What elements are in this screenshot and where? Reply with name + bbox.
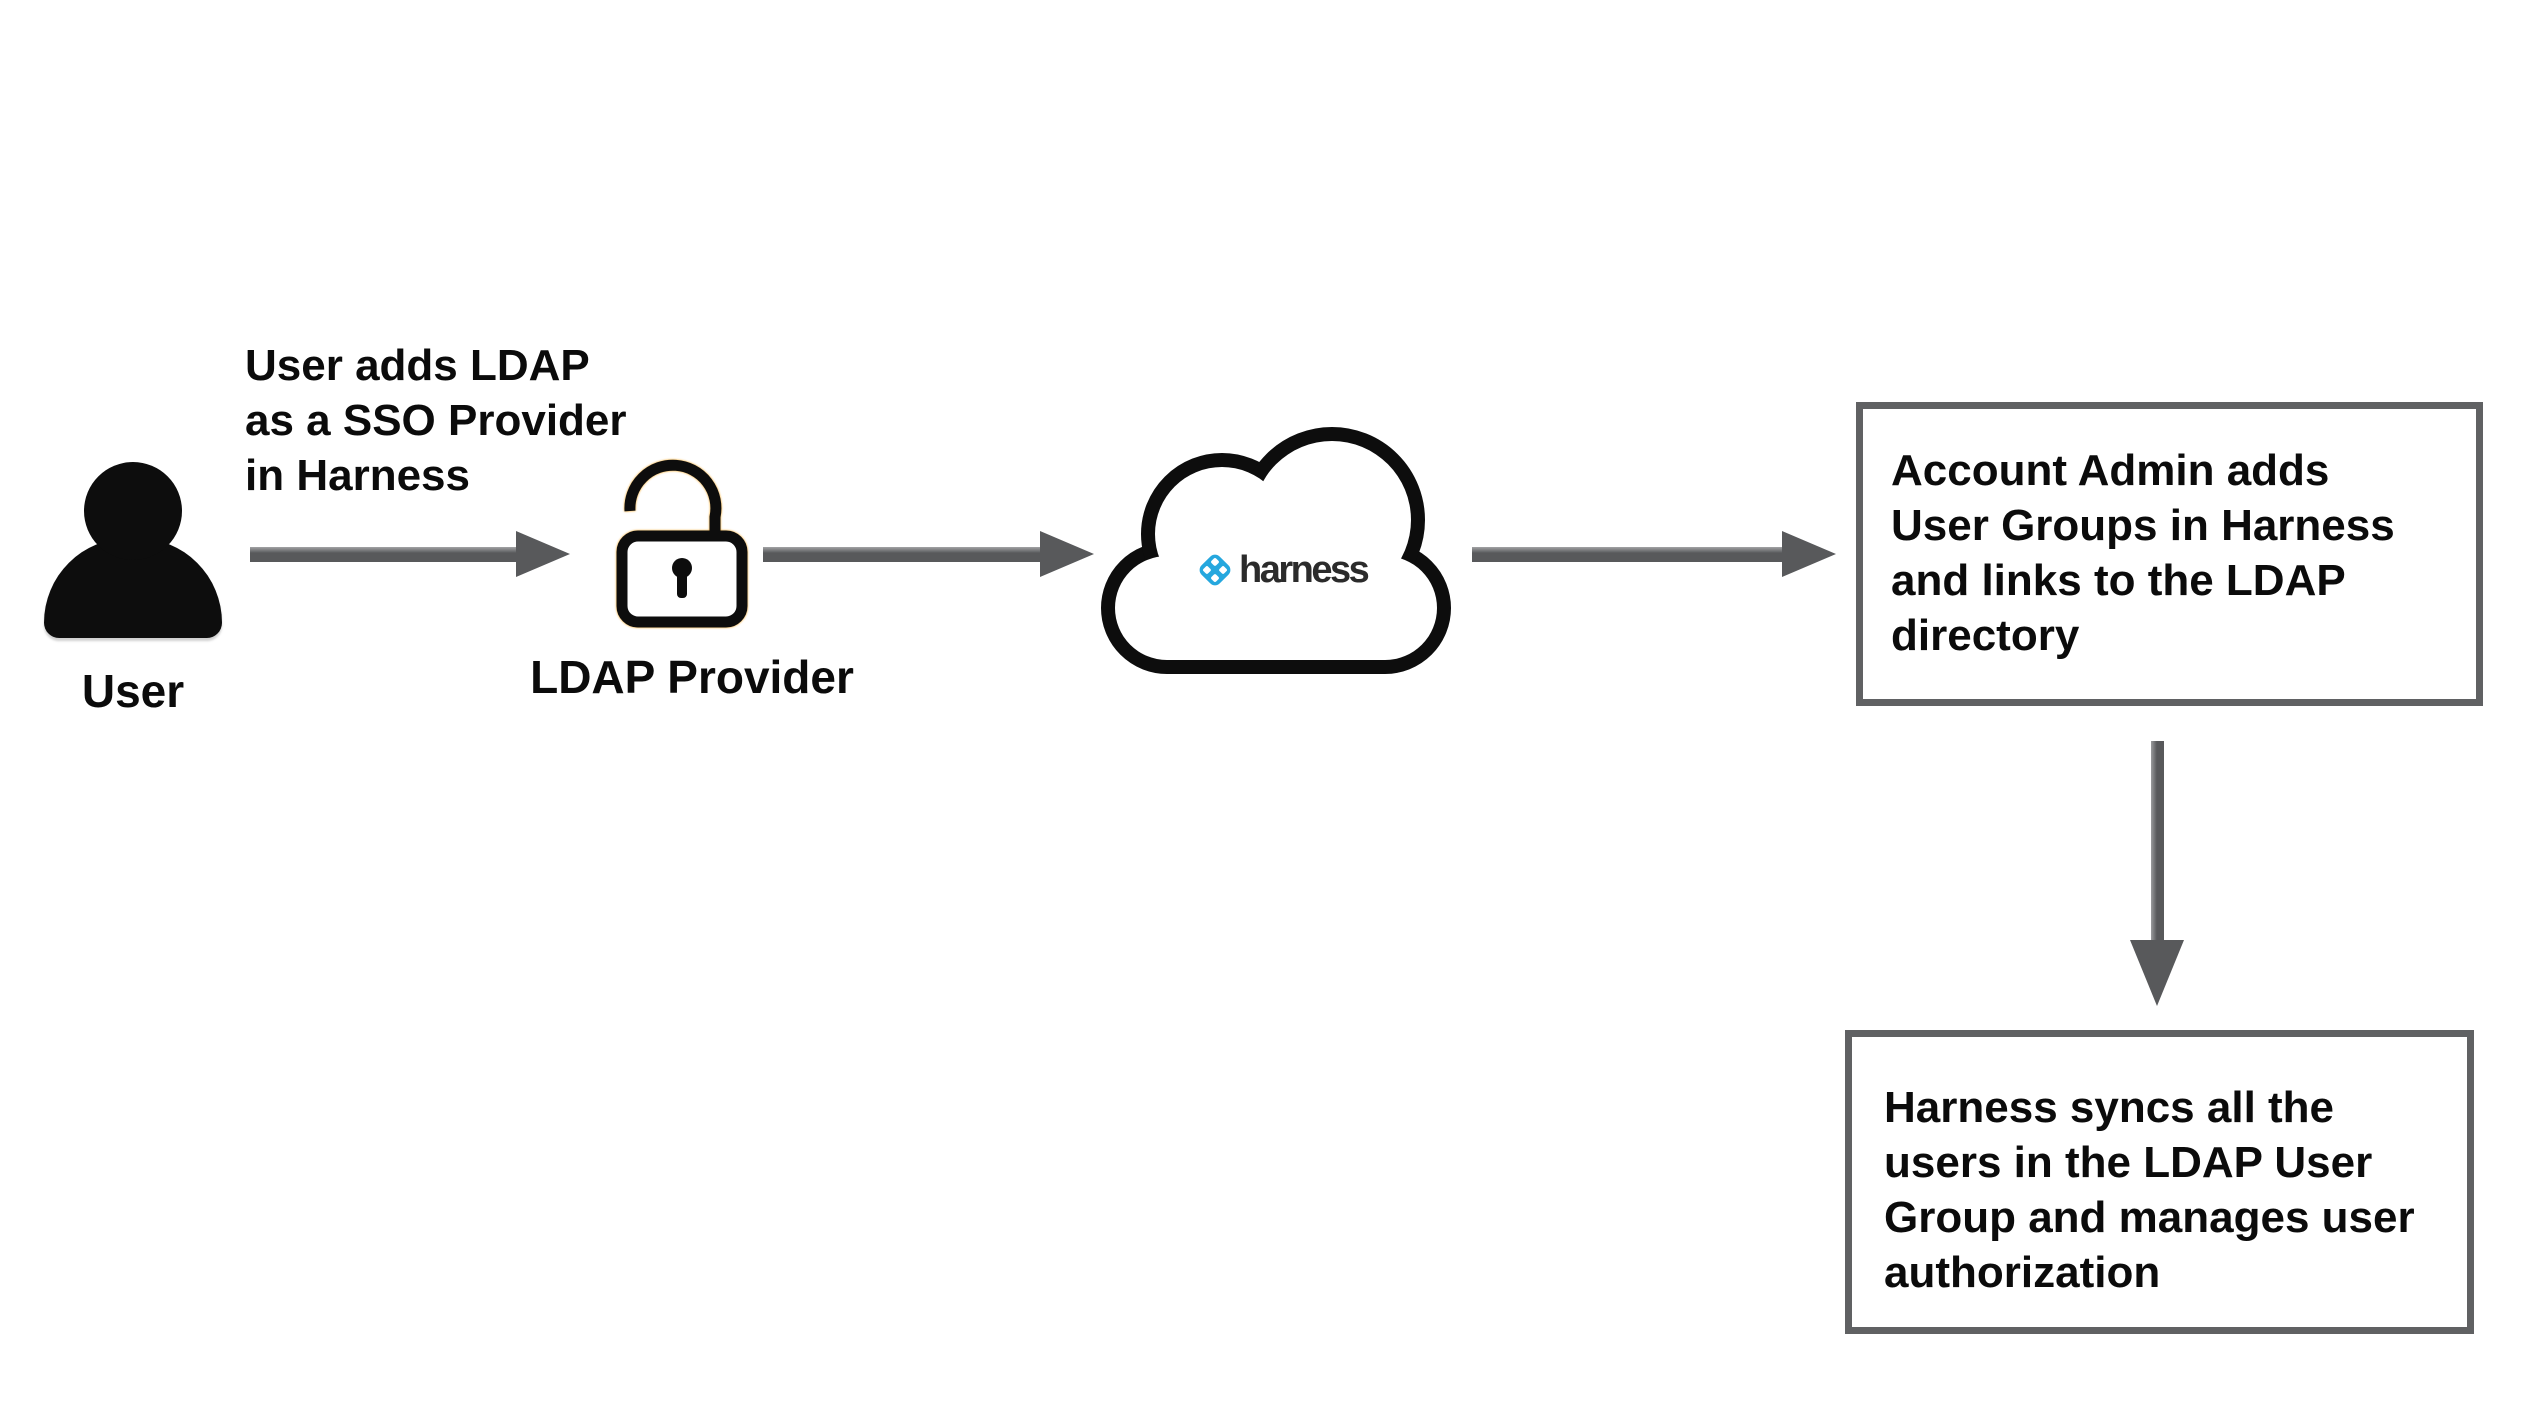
arrow-right-icon [763, 531, 1094, 577]
user-icon [44, 462, 222, 638]
arrow-head [1040, 531, 1094, 577]
arrow-right-icon [250, 531, 570, 577]
arrow-head [1782, 531, 1836, 577]
caption-user-adds-ldap: User adds LDAP as a SSO Provider in Harn… [245, 341, 627, 500]
harness-diamond-icon [1199, 554, 1231, 586]
user-head-shape [84, 462, 182, 560]
arrow-shaft [2151, 741, 2164, 940]
arrow-head [2130, 940, 2184, 1006]
flow-box-harness-sync: Harness syncs all the users in the LDAP … [1845, 1030, 2474, 1334]
flow-box-account-admin: Account Admin adds User Groups in Harnes… [1856, 402, 2483, 706]
arrow-down-icon [2130, 741, 2184, 1006]
padlock-icon [616, 459, 748, 628]
flow-box-account-admin-text: Account Admin adds User Groups in Harnes… [1891, 446, 2395, 660]
flow-box-harness-sync-text: Harness syncs all the users in the LDAP … [1884, 1083, 2415, 1297]
arrow-right-icon [1472, 531, 1836, 577]
arrow-shaft [1472, 547, 1784, 562]
cloud-icon [1101, 427, 1451, 674]
harness-logo-icon: harness [1196, 549, 1370, 591]
arrow-shaft [250, 547, 518, 562]
arrow-shaft [763, 547, 1042, 562]
ldap-provider-label: LDAP Provider [530, 651, 854, 703]
user-label: User [81, 665, 185, 717]
arrow-head [516, 531, 570, 577]
harness-logo-text: harness [1239, 549, 1370, 591]
